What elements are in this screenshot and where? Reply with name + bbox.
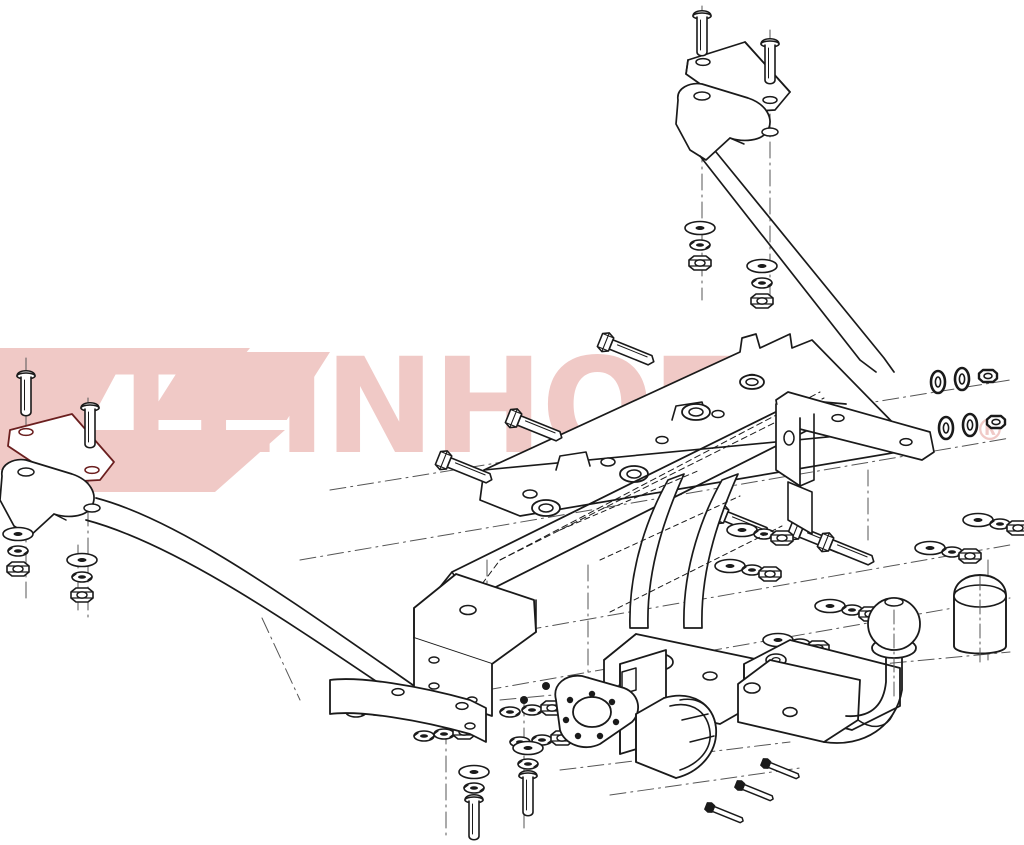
- stack-right-b: [937, 412, 1007, 441]
- top-right-washer-stack-1: [684, 220, 716, 271]
- left-lower-plate: [329, 678, 487, 743]
- hex-bolt-3: [595, 329, 659, 372]
- bolt-washer-lower-2: [512, 740, 544, 817]
- left-bolt-1: [16, 369, 36, 417]
- top-right-bolt-1: [692, 9, 712, 57]
- left-washer-stack-2: [66, 552, 98, 603]
- top-right-washer-stack-2: [746, 258, 778, 309]
- socket-screws: [703, 756, 802, 827]
- tow-ball-swan-neck: [737, 597, 921, 744]
- electrical-socket-7pin: [635, 694, 717, 779]
- stack-right-c: [962, 512, 1024, 536]
- bolt-washer-lower-1: [458, 764, 490, 841]
- hitch-body: [413, 469, 783, 725]
- stack-mid-b: [714, 558, 782, 582]
- stack-right-a: [929, 366, 999, 395]
- ball-protection-cap: [953, 574, 1007, 665]
- stack-centre-lower-a: [499, 700, 564, 718]
- left-mount-bracket: [0, 413, 421, 709]
- left-washer-stack-1: [2, 526, 34, 577]
- top-right-mount-bracket: [675, 41, 895, 373]
- hex-bolt-2: [503, 405, 567, 448]
- right-mount-arm: [775, 391, 935, 535]
